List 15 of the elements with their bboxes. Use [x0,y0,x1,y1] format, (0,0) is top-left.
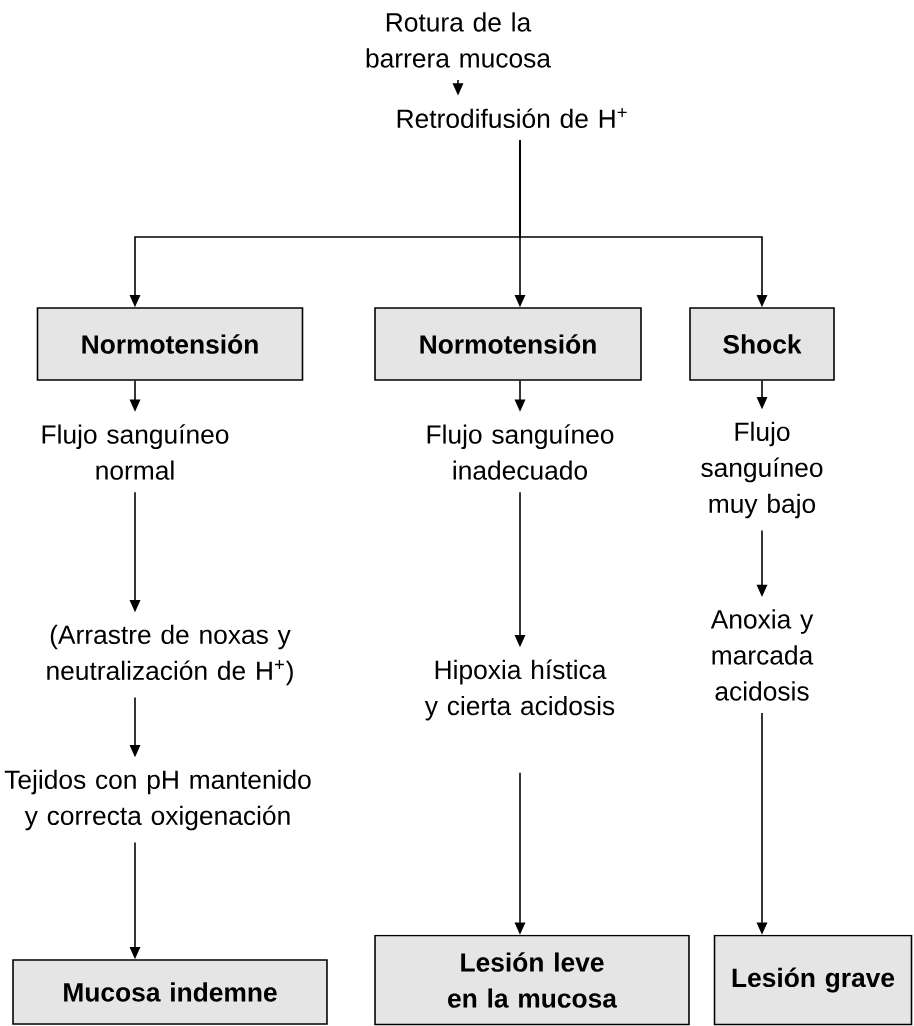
state-box: Normotensión [374,307,642,381]
state-box: Lesión grave [713,934,913,1026]
step-text: Flujo sanguíneo muy bajo [701,421,823,519]
step-text: Anoxia y marcada acidosis [710,609,814,701]
step-text: (Arrastre de noxas y neutralización de H$^{+}$) [47,624,293,686]
step-text: Hipoxia hística y cierta acidosis [424,659,615,721]
step-text: Flujo sanguíneo normal [42,424,229,480]
state-box: Mucosa indemne [12,959,328,1025]
state-box: Normotensión [36,307,304,381]
state-box: Shock [689,307,835,381]
step-text: Flujo sanguíneo inadecuado [427,424,614,480]
step-text: Rotura de la barrera mucosa [366,12,551,68]
step-text: Retrodifusión de H$^{+}$ [397,107,627,129]
state-box: Lesión leve en la mucosa [374,934,690,1026]
step-text: Tejidos con pH mantenido y correcta oxigenación [4,769,311,831]
